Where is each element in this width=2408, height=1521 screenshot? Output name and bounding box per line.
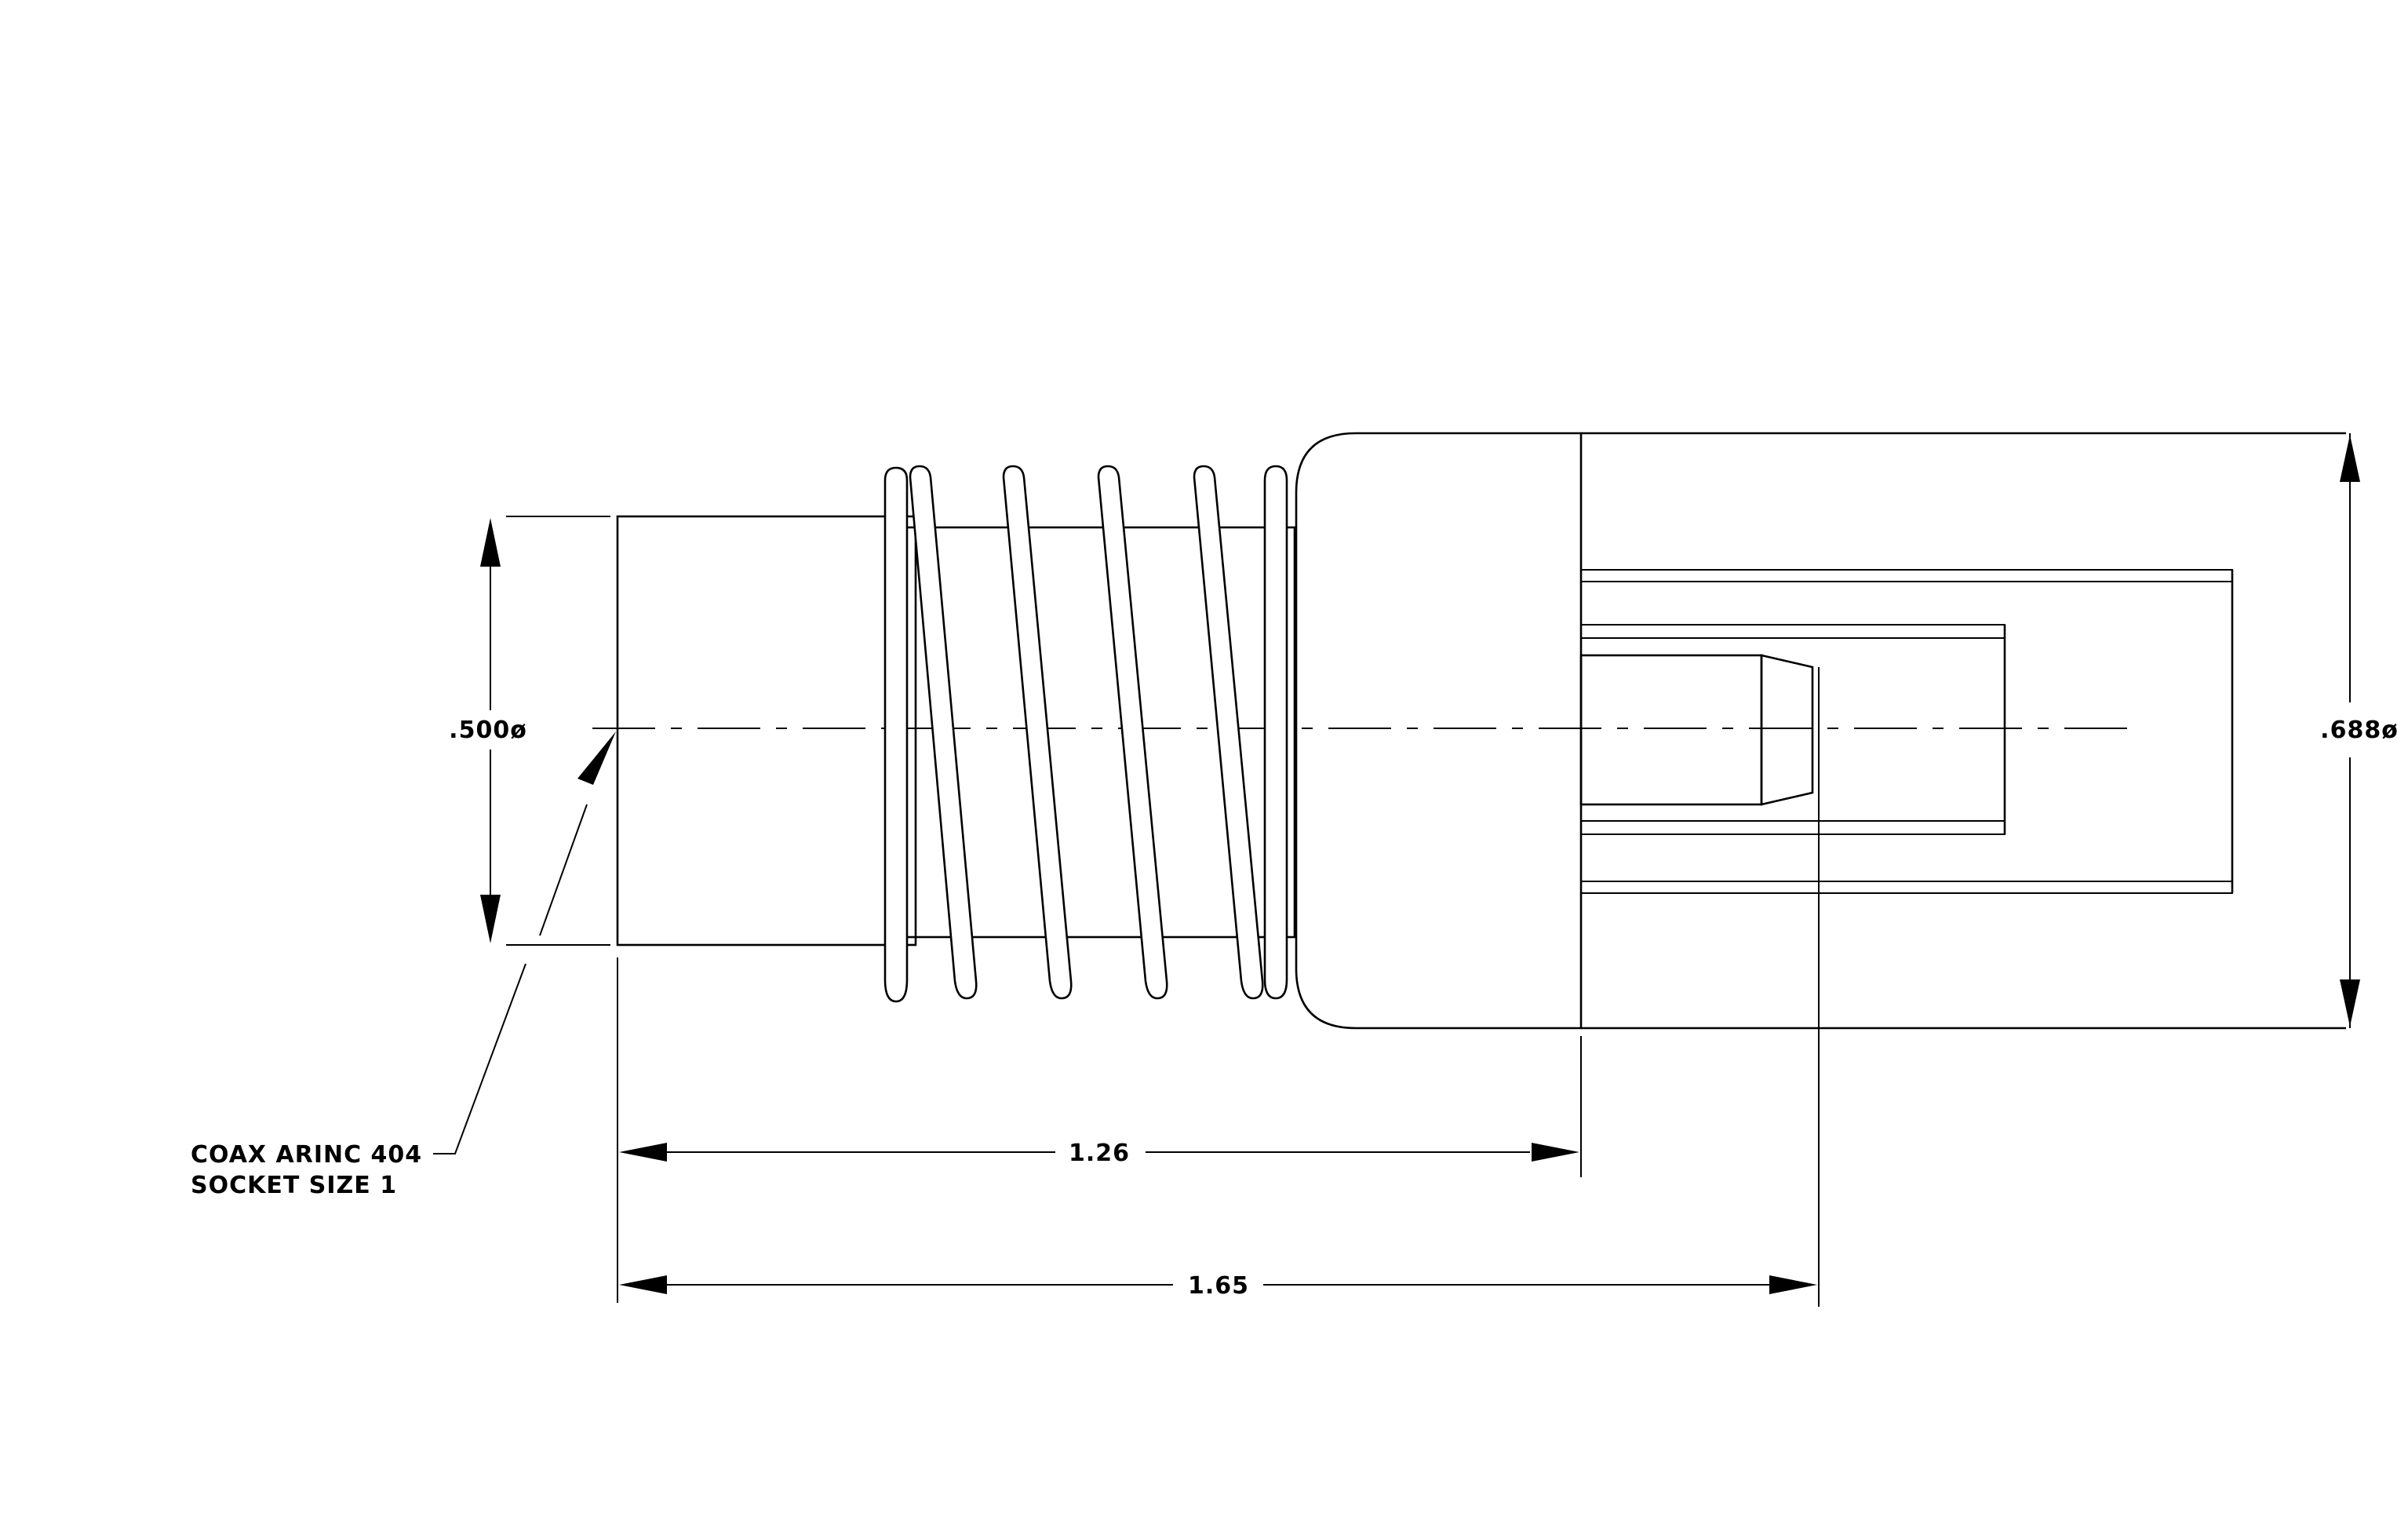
left-cylinder: [616, 515, 917, 947]
contact-tip: [1760, 654, 1814, 806]
contact-sleeve: [1580, 624, 2006, 835]
dimension-right-diameter: .688ø: [2320, 433, 2399, 1028]
dimension-overall-length: 1.65: [619, 1272, 1817, 1300]
dimension-body-length: 1.26: [619, 1140, 1579, 1167]
callout-leader: [433, 731, 616, 1154]
body-length-label: 1.26: [1069, 1140, 1130, 1167]
spring-coils: [883, 465, 1288, 1003]
shell-front: [1295, 432, 1583, 1030]
right-diameter-label: .688ø: [2320, 717, 2399, 744]
outer-insulator: [1580, 569, 2234, 894]
overall-length-label: 1.65: [1188, 1272, 1249, 1300]
callout-line-1: COAX ARINC 404: [191, 1141, 422, 1169]
callout-line-2: SOCKET SIZE 1: [191, 1172, 397, 1199]
dimension-left-diameter: .500ø: [449, 516, 610, 946]
center-contact: [1579, 654, 1763, 806]
left-diameter-label: .500ø: [449, 717, 527, 744]
